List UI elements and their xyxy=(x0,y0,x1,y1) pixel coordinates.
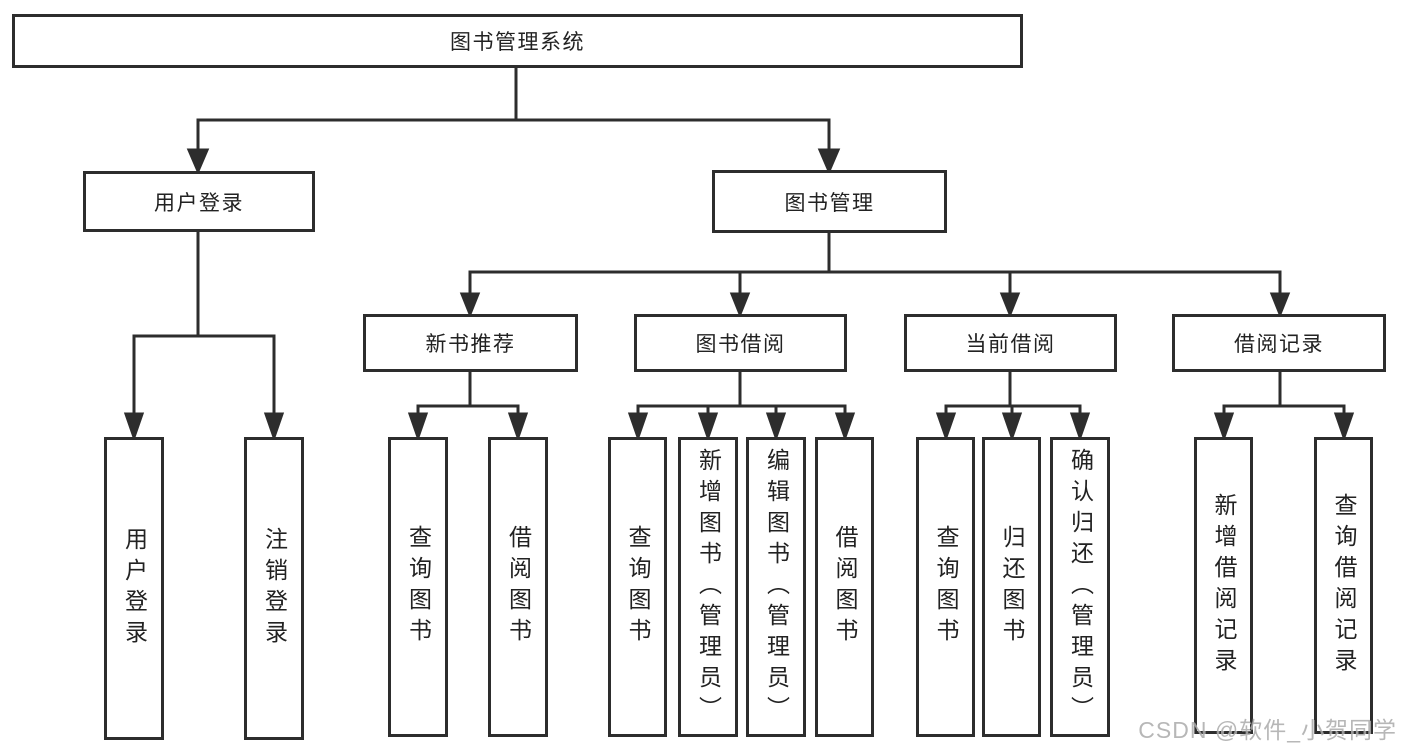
node-library-system-label: 图书管理系统 xyxy=(450,31,585,54)
leaf-add-book-admin: 新增图书（管理员） xyxy=(678,437,738,737)
edges-current-borrow xyxy=(935,372,1091,442)
node-current-borrow-label: 当前借阅 xyxy=(965,333,1056,356)
leaf-query-book-current-label: 查询图书 xyxy=(933,525,959,649)
leaf-user-login: 用户登录 xyxy=(104,437,164,740)
node-borrow-record: 借阅记录 xyxy=(1172,314,1386,372)
edges-user-login xyxy=(123,232,285,442)
edges-root xyxy=(186,68,841,175)
leaf-query-borrow-record-label: 查询借阅记录 xyxy=(1331,492,1357,679)
leaf-add-borrow-record: 新增借阅记录 xyxy=(1194,437,1253,734)
node-user-login-label: 用户登录 xyxy=(154,191,244,215)
leaf-borrow-book: 借阅图书 xyxy=(815,437,874,737)
leaf-query-book-recommend: 查询图书 xyxy=(388,437,448,737)
leaf-edit-book-admin: 编辑图书（管理员） xyxy=(746,437,806,737)
leaf-logout-label: 注销登录 xyxy=(261,526,288,651)
node-current-borrow: 当前借阅 xyxy=(904,314,1117,372)
leaf-query-borrow-record: 查询借阅记录 xyxy=(1314,437,1373,734)
node-user-login: 用户登录 xyxy=(83,171,315,232)
leaf-add-book-admin-label: 新增图书（管理员） xyxy=(695,447,722,727)
leaf-user-login-label: 用户登录 xyxy=(121,526,148,651)
node-book-management: 图书管理 xyxy=(712,170,947,233)
leaf-borrow-book-recommend-label: 借阅图书 xyxy=(505,525,532,649)
leaf-add-borrow-record-label: 新增借阅记录 xyxy=(1211,492,1237,679)
node-borrow-record-label: 借阅记录 xyxy=(1234,333,1324,356)
csdn-watermark: CSDN @软件_小贺同学 xyxy=(1138,717,1397,743)
leaf-logout: 注销登录 xyxy=(244,437,304,740)
leaf-return-book-label: 归还图书 xyxy=(999,525,1025,649)
node-library-system: 图书管理系统 xyxy=(12,14,1023,68)
node-book-borrow: 图书借阅 xyxy=(634,314,847,372)
leaf-confirm-return-admin: 确认归还（管理员） xyxy=(1050,437,1110,737)
node-new-book-recommend-label: 新书推荐 xyxy=(425,333,516,356)
leaf-query-book-borrow-label: 查询图书 xyxy=(625,525,651,649)
leaf-query-book-current: 查询图书 xyxy=(916,437,975,737)
node-book-management-label: 图书管理 xyxy=(784,191,875,215)
edges-borrow-record xyxy=(1213,372,1355,442)
leaf-borrow-book-label: 借阅图书 xyxy=(832,525,858,649)
edges-book-management xyxy=(459,233,1291,319)
leaf-confirm-return-admin-label: 确认归还（管理员） xyxy=(1067,447,1094,727)
leaf-query-book-recommend-label: 查询图书 xyxy=(405,525,432,649)
leaf-edit-book-admin-label: 编辑图书（管理员） xyxy=(763,447,790,727)
edges-book-borrow xyxy=(627,372,856,442)
leaf-return-book: 归还图书 xyxy=(982,437,1041,737)
leaf-query-book-borrow: 查询图书 xyxy=(608,437,667,737)
edges-new-book-recommend xyxy=(407,372,529,442)
node-new-book-recommend: 新书推荐 xyxy=(363,314,578,372)
node-book-borrow-label: 图书借阅 xyxy=(695,333,786,356)
leaf-borrow-book-recommend: 借阅图书 xyxy=(488,437,548,737)
